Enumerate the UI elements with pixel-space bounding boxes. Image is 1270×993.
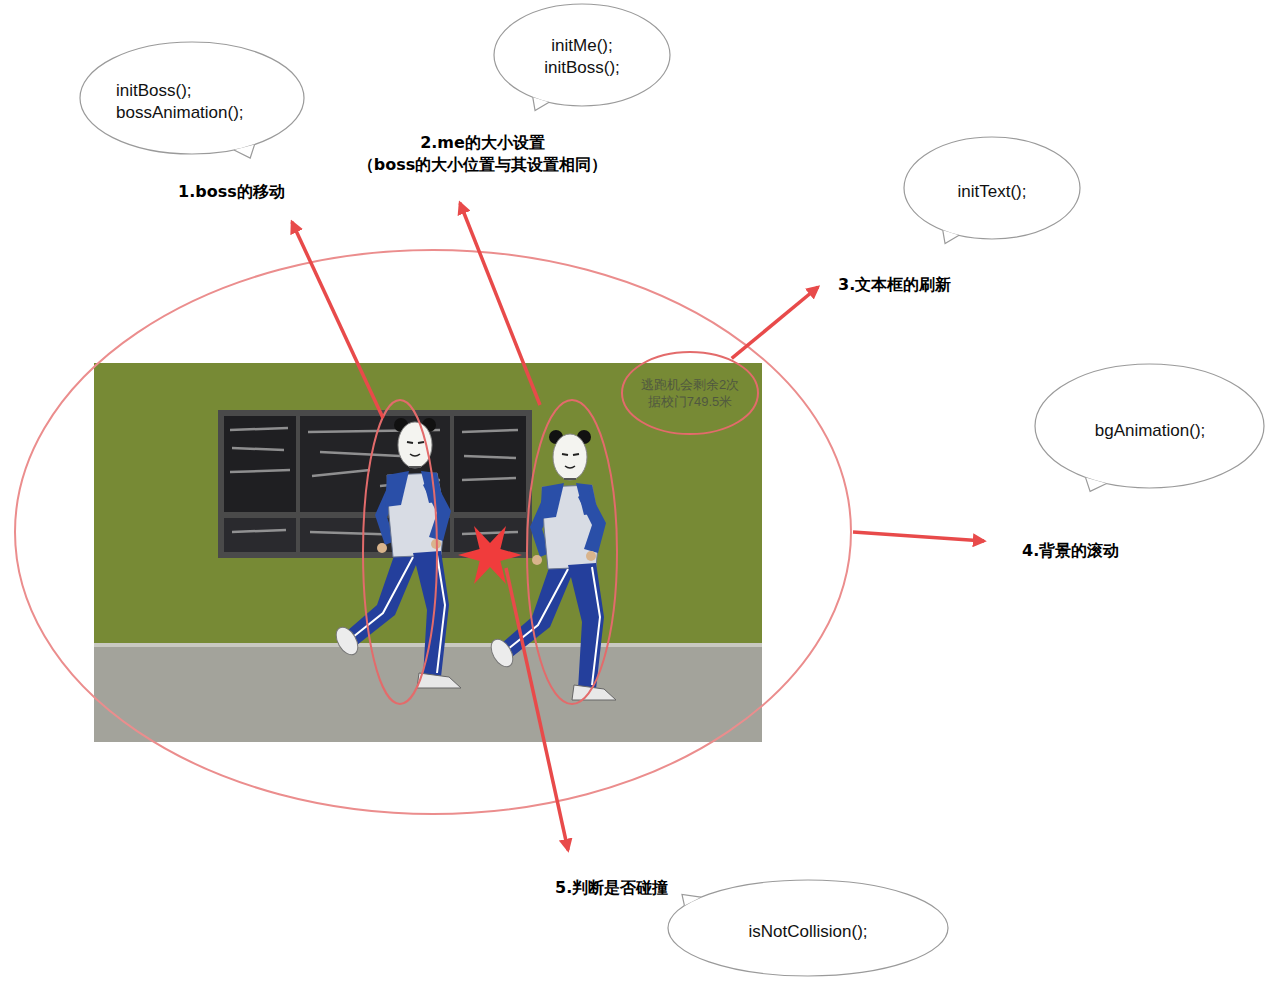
bubble-outline: [668, 880, 948, 976]
code-text: bgAnimation();: [1060, 420, 1240, 442]
code-bubble: bgAnimation(); 4.背景的滚动: [1020, 360, 1268, 560]
step-heading: 5.判断是否碰撞: [555, 877, 695, 899]
code-bubble: initBoss(); bossAnimation(); 1.boss的移动: [78, 40, 306, 202]
bubble-outline: [904, 137, 1080, 239]
highlight-ellipses: [15, 250, 851, 814]
highlight-ellipses-part: [363, 400, 437, 704]
bubble-outline: [494, 4, 670, 106]
collision-star-part: [458, 526, 522, 584]
status-ellipse: 逃跑机会剩余2次 据校门749.5米: [620, 350, 760, 436]
step-heading: 1.boss的移动: [178, 181, 306, 203]
highlight-ellipse: [620, 350, 760, 436]
highlight-ellipses-part: [527, 400, 617, 704]
connector-arrow: [732, 287, 818, 358]
highlight-ellipses-part: [15, 250, 851, 814]
shop-window: [218, 410, 532, 558]
leader-arrows-part: [853, 532, 984, 541]
bubble-outline: [80, 42, 304, 154]
leader-arrows-part: [460, 203, 540, 405]
boss-runner: [332, 418, 461, 688]
leader-arrows-part: [292, 222, 383, 418]
me-runner: [487, 430, 616, 700]
bubble-tail: [1085, 477, 1106, 491]
leader-arrows-part: [506, 568, 568, 850]
code-bubble: initText(); 3.文本框的刷新: [834, 133, 1084, 298]
step-heading: 2.me的大小设置 （boss的大小位置与其设置相同）: [340, 132, 625, 176]
boss-runner-part: [332, 418, 461, 688]
code-bubble: initMe(); initBoss(); 2.me的大小设置 （boss的大小位…: [340, 2, 672, 178]
code-text: isNotCollision();: [708, 921, 908, 943]
bubble-outline: [1035, 364, 1264, 488]
code-text: initText();: [922, 181, 1062, 203]
code-text: initBoss(); bossAnimation();: [116, 80, 276, 124]
me-runner-part: [487, 430, 616, 700]
code-bubble: 5.判断是否碰撞 isNotCollision();: [552, 868, 952, 992]
step-heading: 3.文本框的刷新: [838, 274, 978, 296]
leader-arrows: [292, 203, 984, 850]
collision-star: [458, 526, 522, 584]
shop-window-part: [218, 410, 532, 558]
bubble-tail: [682, 894, 701, 905]
bubble-tail: [234, 144, 255, 158]
code-text: initMe(); initBoss();: [522, 35, 642, 79]
shop-window-part: [224, 518, 296, 552]
highlight-outline: [622, 352, 758, 434]
step-heading: 4.背景的滚动: [1022, 540, 1162, 562]
game-status-text: 逃跑机会剩余2次 据校门749.5米: [628, 376, 752, 410]
bubble-tail: [943, 230, 959, 243]
bubble-tail: [533, 97, 549, 110]
game-background: [94, 363, 762, 742]
